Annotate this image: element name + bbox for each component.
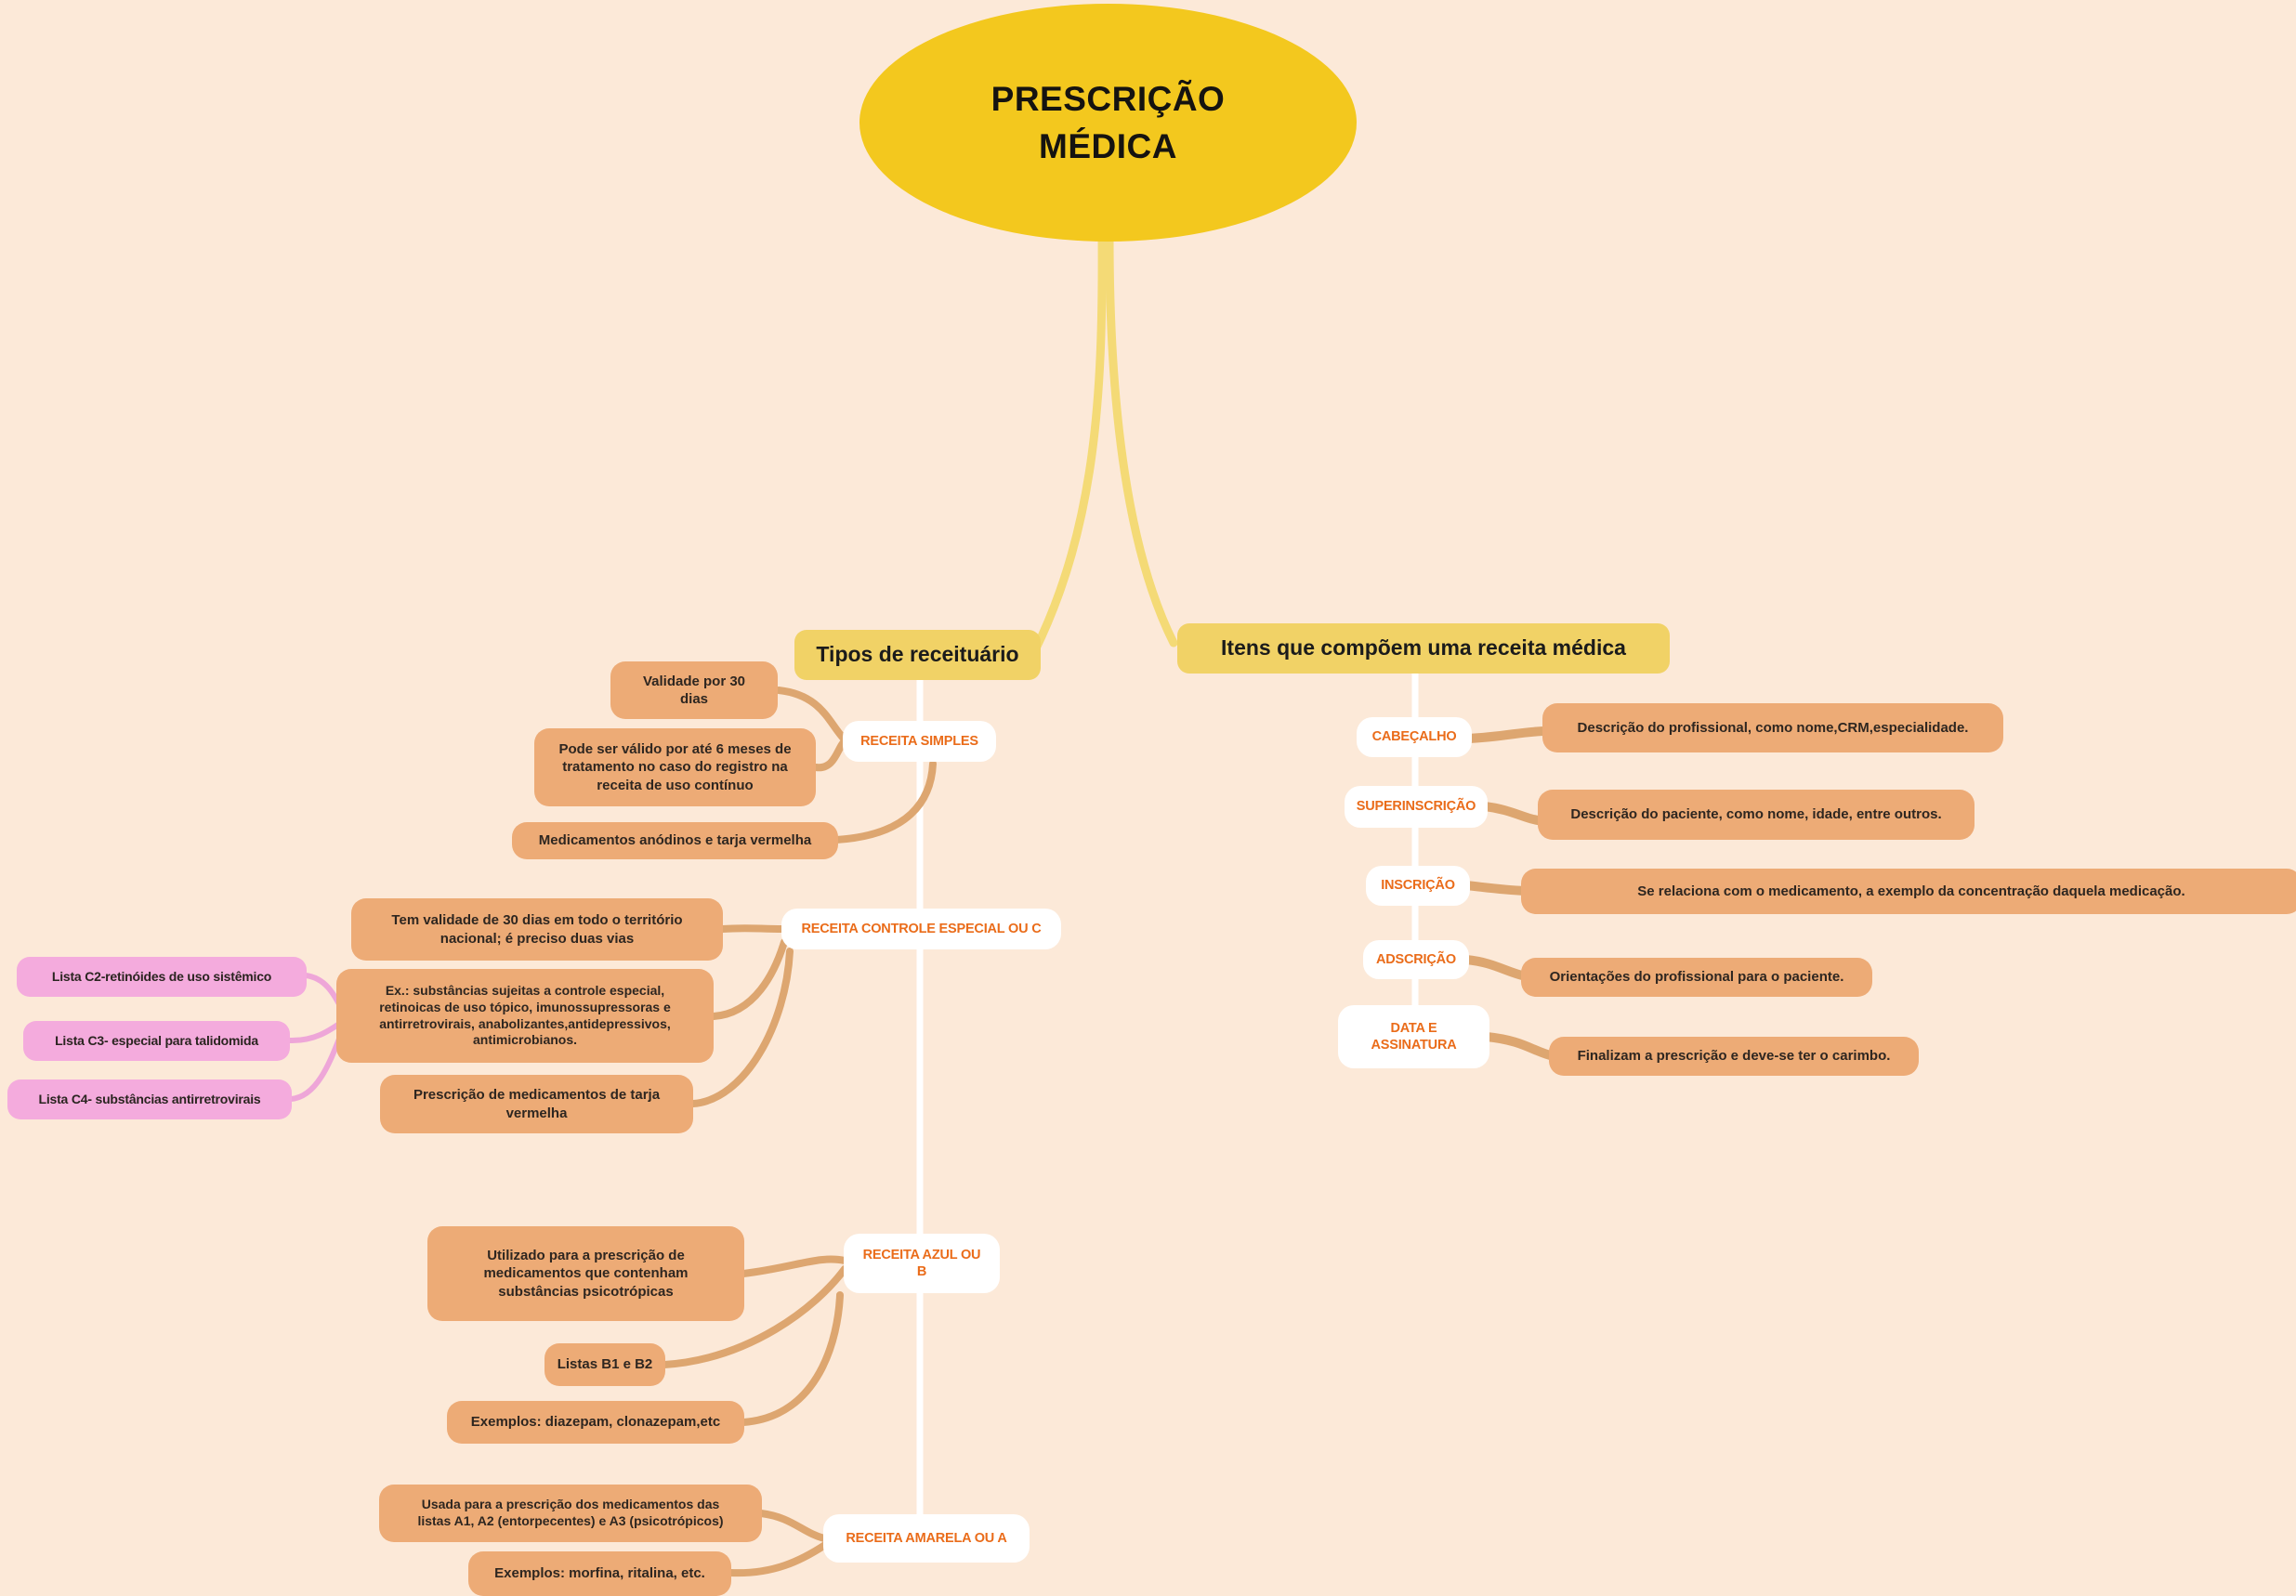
connector-exdiazepam-azul [740,1291,844,1426]
connector-exemplo-controle [710,938,788,1020]
note-utilizado-psicotropicas[interactable]: Utilizado para a prescrição de medicamen… [427,1226,744,1321]
note-lista-c3[interactable]: Lista C3- especial para talidomida [23,1021,290,1061]
node-receita-azul[interactable]: RECEITA AZUL OU B [844,1234,1000,1293]
node-data-assinatura[interactable]: DATA E ASSINATURA [1338,1005,1489,1068]
connector-data-assinatura [1482,1032,1558,1061]
spine-lines [916,645,1419,1532]
note-lista-c2[interactable]: Lista C2-retinóides de uso sistêmico [17,957,307,997]
connector-usada-amarela [757,1510,828,1542]
note-finalizam-carimbo[interactable]: Finalizam a prescrição e deve-se ter o c… [1549,1037,1919,1076]
connector-superinscricao [1480,802,1549,826]
note-orientacoes-paciente[interactable]: Orientações do profissional para o pacie… [1521,958,1872,997]
connector-inscricao [1462,881,1530,896]
node-inscricao[interactable]: INSCRIÇÃO [1366,866,1470,906]
note-medicamentos-anodinos[interactable]: Medicamentos anódinos e tarja vermelha [512,822,838,859]
connector-medicamentos-simples [833,760,937,844]
connector-validade-simples [775,687,847,742]
note-validade-territorio[interactable]: Tem validade de 30 dias em todo o territ… [351,898,723,961]
node-superinscricao[interactable]: SUPERINSCRIÇÃO [1345,786,1488,828]
node-receita-simples[interactable]: RECEITA SIMPLES [843,721,996,762]
central-topic[interactable]: PRESCRIÇÃO MÉDICA [859,4,1357,242]
connector-adscricao [1462,955,1530,981]
note-validade-30-dias[interactable]: Validade por 30 dias [610,661,778,719]
connector-temvalidade-controle [718,924,786,933]
note-exemplos-morfina[interactable]: Exemplos: morfina, ritalina, etc. [468,1551,731,1596]
note-descricao-paciente[interactable]: Descrição do paciente, como nome, idade,… [1538,790,1975,840]
note-listas-b1-b2[interactable]: Listas B1 e B2 [544,1343,665,1386]
node-cabecalho[interactable]: CABEÇALHO [1357,717,1472,757]
note-prescricao-tarja-vermelha[interactable]: Prescrição de medicamentos de tarja verm… [380,1075,693,1133]
node-adscricao[interactable]: ADSCRIÇÃO [1363,940,1469,979]
note-substancias-controle[interactable]: Ex.: substâncias sujeitas a controle esp… [336,969,714,1063]
note-lista-c4[interactable]: Lista C4- substâncias antirretrovirais [7,1079,292,1119]
note-valido-6-meses[interactable]: Pode ser válido por até 6 meses de trata… [534,728,816,806]
note-descricao-profissional[interactable]: Descrição do profissional, como nome,CRM… [1542,703,2003,752]
connector-utilizado-azul [740,1255,848,1277]
connector-cabecalho [1463,726,1552,743]
connector-pode-simples [812,739,847,772]
branch-label-tipos-de-receituario[interactable]: Tipos de receituário [794,630,1041,680]
note-exemplos-diazepam[interactable]: Exemplos: diazepam, clonazepam,etc [447,1401,744,1444]
trunk-right-curve [1105,233,1178,648]
connector-exmorfina-amarela [727,1541,829,1577]
trunk-curves [1030,233,1178,655]
connector-prescricao-controle [689,948,794,1107]
note-relaciona-medicamento[interactable]: Se relaciona com o medicamento, a exempl… [1521,869,2296,914]
branch-label-itens-receita[interactable]: Itens que compõem uma receita médica [1177,623,1670,674]
node-receita-amarela[interactable]: RECEITA AMARELA OU A [823,1514,1030,1563]
node-receita-controle-especial[interactable]: RECEITA CONTROLE ESPECIAL OU C [781,909,1061,949]
orange-connectors-left [661,687,937,1577]
trunk-left-curve [1030,233,1107,655]
note-usada-listas-a1-a2-a3[interactable]: Usada para a prescrição dos medicamentos… [379,1485,762,1542]
connector-listasb-azul [661,1265,848,1368]
